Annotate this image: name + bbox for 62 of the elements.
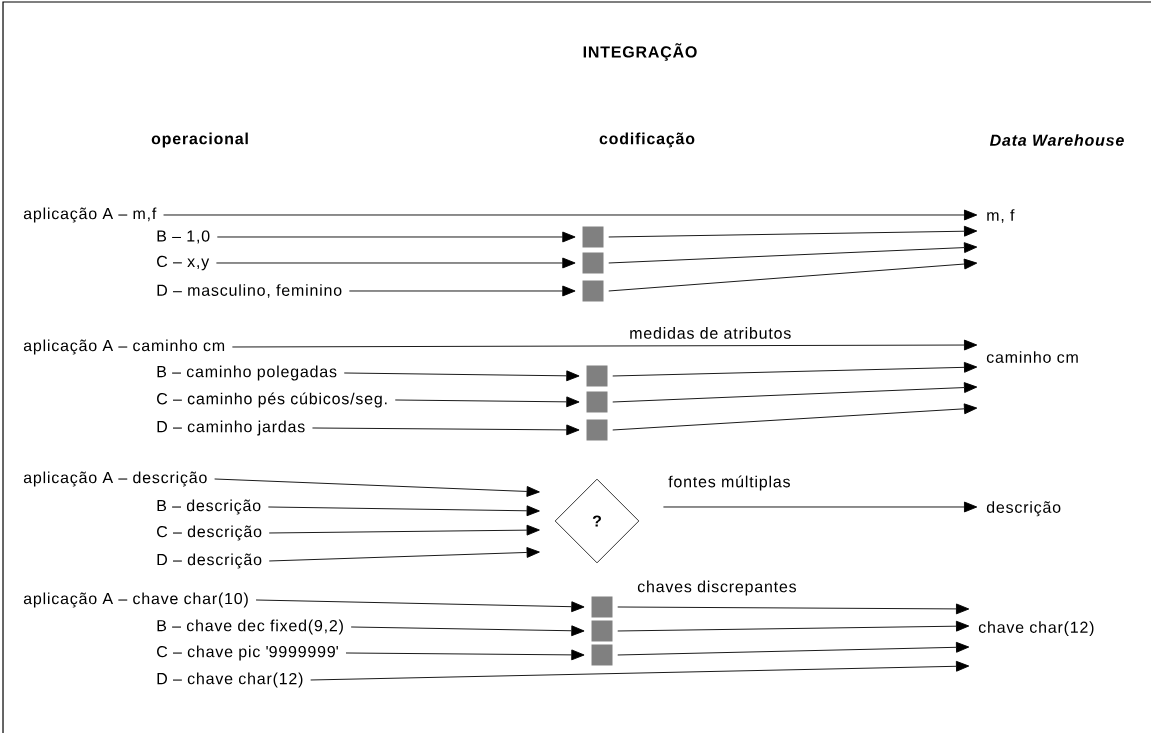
arrow bbox=[350, 625, 585, 637]
title: INTEGRAÇÃO bbox=[583, 43, 697, 61]
target-label: descrição bbox=[986, 501, 1061, 517]
arrow bbox=[255, 599, 585, 613]
column-header: codificação bbox=[599, 132, 695, 148]
arrow bbox=[214, 478, 540, 497]
source-label: D – masculino, feminino bbox=[157, 284, 342, 298]
source-label: B – caminho polegadas bbox=[157, 365, 337, 381]
arrow bbox=[216, 231, 576, 243]
arrow bbox=[343, 370, 580, 382]
coding-box bbox=[591, 596, 613, 618]
coding-box bbox=[582, 280, 604, 302]
arrow bbox=[310, 660, 970, 681]
arrow bbox=[348, 285, 576, 297]
coding-box bbox=[586, 419, 608, 441]
coding-box bbox=[586, 391, 608, 413]
source-label: C – chave pic '9999999' bbox=[157, 645, 338, 661]
target-label: m, f bbox=[987, 209, 1015, 223]
source-label: aplicação A – chave char(10) bbox=[23, 592, 248, 608]
arrow bbox=[268, 547, 540, 562]
coding-box bbox=[586, 365, 608, 387]
source-label: D – caminho jardas bbox=[157, 420, 305, 436]
arrow bbox=[268, 524, 540, 536]
arrow bbox=[231, 339, 978, 351]
edge-label: fontes múltiplas bbox=[667, 474, 792, 492]
coding-box bbox=[582, 252, 604, 274]
arrow bbox=[312, 424, 580, 436]
arrow bbox=[612, 361, 978, 377]
arrow bbox=[394, 396, 580, 408]
edge-label: medidas de atributos bbox=[628, 326, 793, 340]
arrow bbox=[617, 641, 970, 656]
column-header: operacional bbox=[151, 132, 248, 148]
arrow bbox=[267, 505, 540, 517]
coding-box bbox=[591, 644, 613, 666]
source-label: aplicação A – descrição bbox=[23, 471, 207, 487]
source-label: C – caminho pés cúbicos/seg. bbox=[157, 392, 387, 408]
arrow bbox=[617, 620, 970, 632]
arrow bbox=[612, 382, 978, 403]
coding-box bbox=[582, 226, 604, 248]
column-header: Data Warehouse bbox=[989, 134, 1124, 146]
target-label: chave char(12) bbox=[978, 621, 1094, 637]
source-label: D – descrição bbox=[157, 553, 262, 569]
arrow bbox=[662, 501, 978, 513]
source-label: aplicação A – m,f bbox=[23, 207, 157, 223]
source-label: C – x,y bbox=[157, 255, 210, 271]
arrow bbox=[608, 258, 978, 292]
target-label: caminho cm bbox=[986, 351, 1078, 363]
arrow bbox=[345, 649, 585, 661]
coding-box bbox=[591, 620, 613, 642]
arrow bbox=[163, 209, 978, 221]
arrow bbox=[215, 257, 576, 269]
arrow bbox=[608, 242, 978, 264]
source-label: B – descrição bbox=[157, 499, 261, 515]
arrow bbox=[608, 225, 978, 238]
source-label: aplicação A – caminho cm bbox=[23, 339, 225, 355]
source-label: B – chave dec fixed(9,2) bbox=[157, 619, 343, 635]
source-label: B – 1,0 bbox=[157, 230, 210, 244]
arrow bbox=[617, 603, 970, 615]
edge-label: chaves discrepantes bbox=[636, 579, 798, 597]
arrow bbox=[612, 403, 978, 431]
source-label: C – descrição bbox=[157, 525, 262, 541]
source-label: D – chave char(12) bbox=[157, 672, 303, 688]
